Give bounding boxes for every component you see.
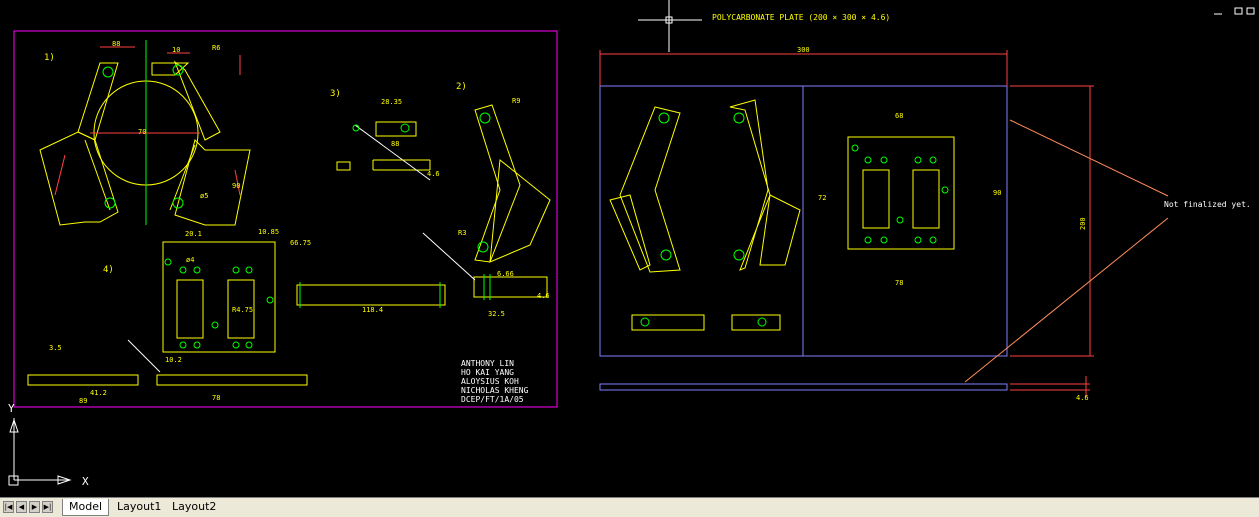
plate-dims [599, 50, 1094, 397]
view-1-dim-10: 10 [172, 46, 180, 54]
view-1-label: 1) [44, 53, 55, 63]
view-4-plate [27, 241, 308, 386]
plate-dim-300: 300 [797, 46, 810, 54]
svg-text:DCEP/FT/1A/05: DCEP/FT/1A/05 [461, 395, 524, 404]
view-3-dim-46: 4.6 [427, 170, 440, 178]
tab-model[interactable]: Model [62, 499, 110, 516]
view-1-dim-90: 90 [232, 182, 240, 190]
svg-text:NICHOLAS KHENG: NICHOLAS KHENG [461, 386, 529, 395]
view-4-dim-d4: ø4 [186, 256, 194, 264]
view-4-dim-412: 41.2 [90, 389, 107, 397]
tab-layout1[interactable]: Layout1 [117, 500, 162, 513]
plate-dim-46: 4.6 [1076, 394, 1089, 402]
view-4-dim-201: 20.1 [185, 230, 202, 238]
view-1-dim-88: 88 [112, 40, 120, 48]
view-2-dim-46: 4.6 [537, 292, 550, 300]
view-4-dim-89: 89 [79, 397, 87, 405]
plate-dim-200: 200 [1079, 217, 1087, 230]
tab-layout2[interactable]: Layout2 [172, 500, 217, 513]
ucs-x-label: X [82, 475, 89, 488]
view-2-label: 2) [456, 82, 467, 92]
view-4-label: 4) [103, 265, 114, 275]
view-3-label: 3) [330, 89, 341, 99]
svg-text:HO KAI YANG: HO KAI YANG [461, 368, 514, 377]
restore-icon[interactable] [1234, 7, 1243, 15]
view-3-bracket [336, 121, 431, 181]
plate-dim-72: 72 [818, 194, 826, 202]
view-4-dim-78: 78 [212, 394, 220, 402]
title-block: ANTHONY LIN HO KAI YANG ALOYSIUS KOH NIC… [461, 359, 529, 404]
svg-text:ALOYSIUS KOH: ALOYSIUS KOH [461, 377, 519, 386]
view-2-dim-666: 6.66 [497, 270, 514, 278]
view-4-dim-6675: 66.75 [290, 239, 311, 247]
view-1-dims [54, 46, 241, 196]
left-sheet-frame [13, 30, 558, 408]
crosshair-cursor [638, 0, 702, 52]
plate-dim-78: 78 [895, 279, 903, 287]
next-tab-icon[interactable]: ▶ [29, 501, 40, 513]
sheet-title: POLYCARBONATE PLATE (200 × 300 × 4.6) [712, 13, 890, 22]
view-1-dim-70: 70 [138, 128, 146, 136]
view-2-dim-1184: 118.4 [362, 306, 383, 314]
layout-tab-bar: |◀ ◀ ▶ ▶| Model Layout1 Layout2 [0, 497, 1259, 517]
ucs-y-label: Y [8, 402, 15, 415]
drawing-canvas[interactable]: 1) 88 10 R6 70 90 ø5 3) 28.35 88 4.6 2) … [0, 0, 1259, 497]
view-2-dim-r9: R9 [512, 97, 520, 105]
view-4-dim-r475: R4.75 [232, 306, 253, 314]
svg-text:ANTHONY LIN: ANTHONY LIN [461, 359, 514, 368]
view-1-dim-r6: R6 [212, 44, 220, 52]
view-4-dim-1085: 10.85 [258, 228, 279, 236]
view-4-dim-35: 3.5 [49, 344, 62, 352]
view-4-dim-102: 10.2 [165, 356, 182, 364]
view-1-holes [102, 64, 184, 209]
view-3-dim-88: 88 [391, 140, 399, 148]
view-1-dim-d5: ø5 [200, 192, 208, 200]
plate-base-part [847, 136, 955, 250]
plate-side-view [599, 383, 1008, 391]
view-2-dim-325: 32.5 [488, 310, 505, 318]
first-tab-icon[interactable]: |◀ [3, 501, 14, 513]
ucs-icon [8, 418, 72, 486]
note-text: Not finalized yet. [1164, 200, 1251, 209]
plate-chevron-parts [609, 99, 801, 331]
note-leaders [964, 119, 1169, 383]
last-tab-icon[interactable]: ▶| [42, 501, 53, 513]
plate-dim-68: 68 [895, 112, 903, 120]
plate-dim-90: 90 [993, 189, 1001, 197]
view-2-chevron [296, 104, 551, 306]
view-3-dim-2835: 28.35 [381, 98, 402, 106]
prev-tab-icon[interactable]: ◀ [16, 501, 27, 513]
window-controls[interactable] [1214, 7, 1255, 15]
view-1-hex-arms [39, 60, 251, 226]
view-2-dim-r3: R3 [458, 229, 466, 237]
